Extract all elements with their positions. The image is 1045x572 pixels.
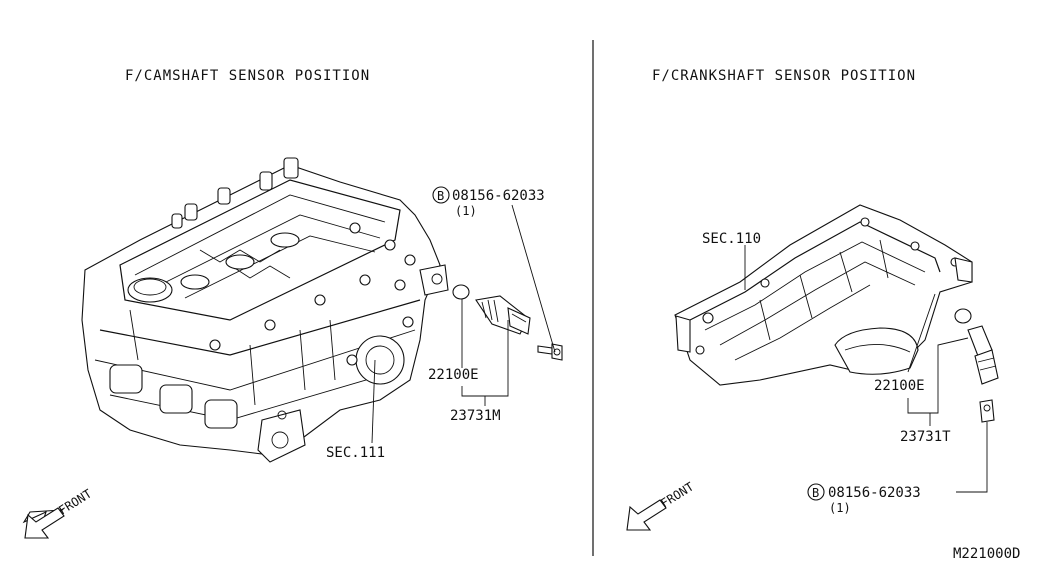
crankshaft-leader-lines: [744, 245, 988, 493]
oil-pan-illustration: [674, 204, 973, 386]
crankshaft-bolt-quantity: (1): [829, 501, 851, 515]
camshaft-front-arrow-icon: [22, 507, 65, 539]
camshaft-sensor-illustration: [419, 264, 563, 361]
camshaft-front-label: FRONT: [56, 487, 94, 518]
crankshaft-front-label: FRONT: [658, 480, 696, 511]
camshaft-panel-title: F/CAMSHAFT SENSOR POSITION: [125, 68, 370, 84]
cylinder-head-illustration: [81, 157, 441, 463]
svg-text:B: B: [437, 189, 444, 203]
crankshaft-oring-part-number: 22100E: [874, 378, 925, 394]
camshaft-bolt-callout: B 08156-62033 (1): [432, 186, 545, 218]
diagram-code: M221000D: [953, 546, 1020, 562]
camshaft-section-ref: SEC.111: [326, 445, 385, 461]
camshaft-bolt-quantity: (1): [455, 204, 477, 218]
crankshaft-bolt-callout: B 08156-62033 (1): [807, 483, 921, 515]
crankshaft-section-ref: SEC.110: [702, 231, 761, 247]
svg-text:B: B: [812, 486, 819, 500]
camshaft-leader-lines: [371, 204, 556, 444]
crankshaft-panel-title: F/CRANKSHAFT SENSOR POSITION: [652, 68, 916, 84]
crankshaft-sensor-part-number: 23731T: [900, 429, 951, 445]
crankshaft-bolt-part-number: 08156-62033: [828, 485, 921, 501]
crankshaft-sensor-illustration: [954, 308, 999, 423]
crankshaft-front-arrow-icon: [626, 499, 667, 531]
camshaft-oring-part-number: 22100E: [428, 367, 479, 383]
camshaft-sensor-part-number: 23731M: [450, 408, 501, 424]
camshaft-bolt-part-number: 08156-62033: [452, 188, 545, 204]
